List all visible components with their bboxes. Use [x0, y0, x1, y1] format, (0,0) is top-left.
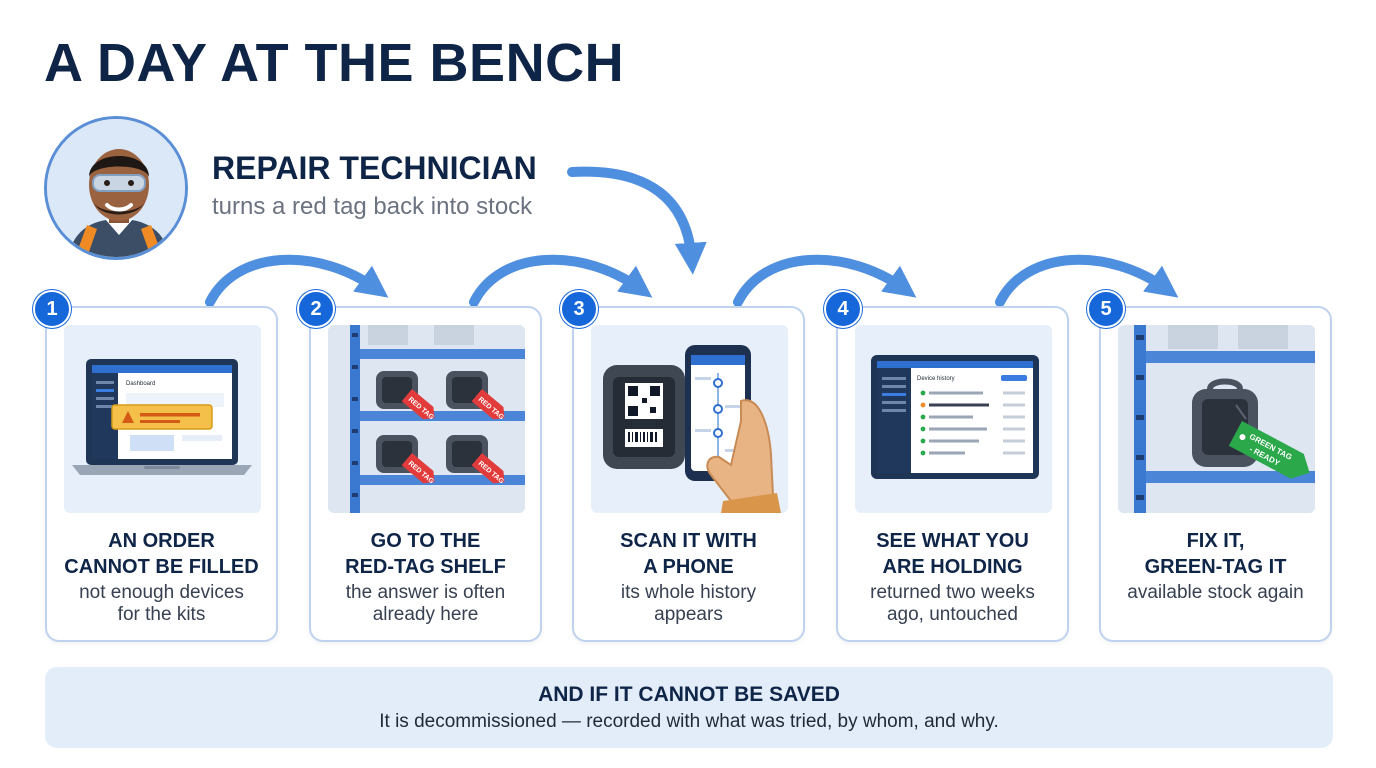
step-card-3: SCAN IT WITH A PHONE its whole history a…: [572, 306, 805, 642]
step-4-description: returned two weeks ago, untouched: [870, 582, 1035, 625]
step-3-heading: SCAN IT WITH A PHONE: [620, 530, 757, 578]
technician-avatar: [44, 116, 188, 260]
step-2-description: the answer is often already here: [345, 582, 506, 625]
step-card-2: RED TAG RED TAG RED TAG RED TAG GO TO TH…: [309, 306, 542, 642]
persona-name: REPAIR TECHNICIAN: [212, 150, 537, 186]
decommission-note: AND IF IT CANNOT BE SAVED It is decommis…: [45, 667, 1333, 748]
step-number-badge-5: 5: [1087, 290, 1125, 328]
dashboard-screen-title: Dashboard: [126, 381, 155, 387]
history-list: [920, 390, 1025, 456]
decommission-heading: AND IF IT CANNOT BE SAVED: [538, 683, 840, 706]
step-3-description: its whole history appears: [620, 582, 757, 625]
step-1-description: not enough devices for the kits: [79, 582, 244, 625]
step-number-badge-2: 2: [297, 290, 335, 328]
decommission-body: It is decommissioned — recorded with wha…: [379, 711, 999, 732]
step-number-badge-3: 3: [560, 290, 598, 328]
laptop-dashboard-illustration: Dashboard: [72, 359, 252, 475]
step-1-heading: AN ORDER CANNOT BE FILLED: [64, 530, 259, 578]
step-4-heading: SEE WHAT YOU ARE HOLDING: [876, 530, 1029, 578]
step-5-heading: FIX IT, GREEN-TAG IT: [1144, 530, 1287, 578]
device-history-screen-title: Device history: [917, 376, 955, 382]
green-tag-icon: GREEN TAG - READY: [1228, 421, 1310, 479]
step-card-1: Dashboard AN ORDER CANNOT BE FILLED not …: [45, 306, 278, 642]
phone-scan-illustration: [603, 345, 781, 513]
step-2-illustration: RED TAG RED TAG RED TAG RED TAG: [328, 325, 525, 513]
arrow-step-3-to-4: [733, 254, 917, 307]
step-2-heading: GO TO THE RED-TAG SHELF: [345, 530, 506, 578]
arrow-step-4-to-5: [995, 254, 1179, 307]
step-4-illustration: Device history: [855, 325, 1052, 513]
persona-subtitle: turns a red tag back into stock: [212, 193, 533, 220]
step-5-illustration: GREEN TAG - READY: [1118, 325, 1315, 513]
step-1-illustration: Dashboard: [64, 325, 261, 513]
step-card-4: Device history SEE WHAT YOU ARE HOLDING …: [836, 306, 1069, 642]
step-number-badge-4: 4: [824, 290, 862, 328]
step-3-illustration: [591, 325, 788, 513]
green-tag-shelf-illustration: GREEN TAG - READY: [1118, 325, 1315, 513]
arrow-persona-to-step-3: [567, 166, 707, 275]
technician-portrait: [47, 119, 185, 257]
step-5-description: available stock again: [1127, 582, 1304, 603]
red-tag-shelf-illustration: RED TAG RED TAG RED TAG RED TAG: [328, 325, 525, 513]
arrow-step-1-to-2: [205, 254, 389, 307]
step-card-5: GREEN TAG - READY FIX IT, GREEN-TAG IT a…: [1099, 306, 1332, 642]
page-title: A DAY AT THE BENCH: [44, 33, 625, 93]
device-history-monitor-illustration: Device history: [871, 355, 1039, 479]
step-number-badge-1: 1: [33, 290, 71, 328]
arrow-step-2-to-3: [469, 254, 653, 307]
